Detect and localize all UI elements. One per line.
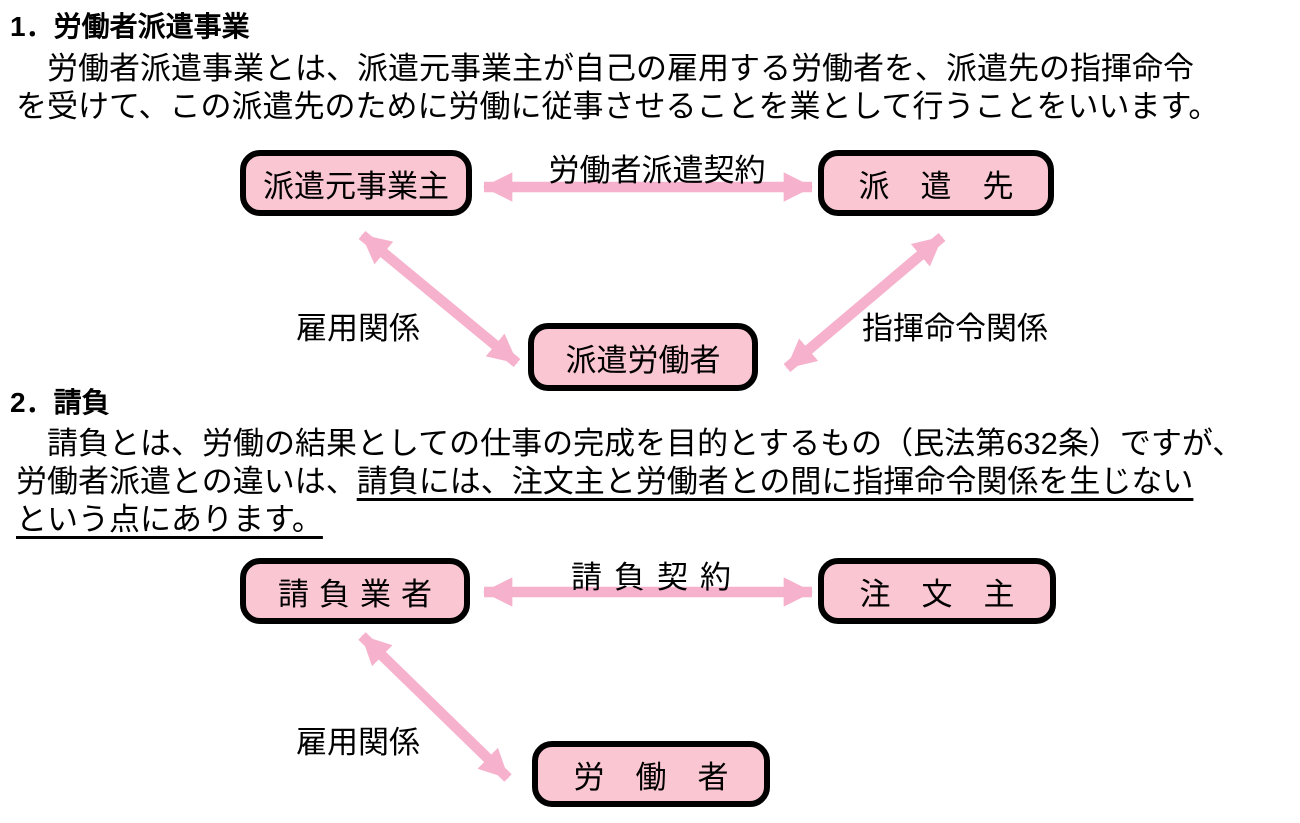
dispatch-contract-label: 労働者派遣契約 bbox=[548, 153, 766, 188]
box-orderer: 注 文 主 bbox=[818, 558, 1056, 624]
paragraph-line: 労働者派遣との違いは、請負には、注文主と労働者との間に指揮命令関係を生じない bbox=[16, 463, 1300, 501]
box-client: 派 遣 先 bbox=[818, 150, 1054, 216]
dispatch-diagram: 労働者派遣契約 派遣元事業主 派 遣 先 派遣労働者 雇用関係 指揮命令関係 bbox=[0, 140, 1300, 391]
employment-relation-label: 雇用関係 bbox=[296, 725, 420, 760]
section2-heading: 2．請負 bbox=[10, 387, 110, 418]
contract-label: 請負契約 bbox=[571, 560, 743, 595]
contract-diagram-arrows bbox=[358, 577, 814, 782]
contract-diagram: 請負契約 請負業者 注 文 主 労 働 者 雇用関係 bbox=[0, 545, 1300, 811]
dispatch-diagram-arrows bbox=[358, 172, 946, 373]
box-dispatching-employer: 派遣元事業主 bbox=[240, 150, 472, 216]
box-contractor: 請負業者 bbox=[240, 558, 470, 624]
box-worker: 労 働 者 bbox=[532, 741, 770, 807]
paragraph-text: 労働者派遣との違いは、 bbox=[16, 464, 357, 499]
paragraph-line: 労働者派遣事業とは、派遣元事業主が自己の雇用する労働者を、派遣先の指揮命令 bbox=[16, 51, 1194, 86]
paragraph-line: という点にあります。 bbox=[16, 501, 1300, 539]
section1-heading: 1．労働者派遣事業 bbox=[10, 11, 250, 42]
paragraph-line: を受けて、この派遣先のために労働に従事させることを業として行うことをいいます。 bbox=[16, 89, 1220, 124]
page: { "colors": { "background": "#ffffff", "… bbox=[0, 12, 1300, 823]
employment-relation-arrow bbox=[358, 230, 521, 368]
employment-relation-label: 雇用関係 bbox=[296, 311, 420, 346]
box-dispatched-worker: 派遣労働者 bbox=[528, 323, 758, 391]
section1-paragraph: 労働者派遣事業とは、派遣元事業主が自己の雇用する労働者を、派遣先の指揮命令 を受… bbox=[16, 50, 1300, 126]
command-relation-arrow bbox=[783, 232, 946, 373]
paragraph-line: 請負とは、労働の結果としての仕事の完成を目的とするもの（民法第632条）ですが、 bbox=[16, 426, 1244, 461]
section2-paragraph: 請負とは、労働の結果としての仕事の完成を目的とするもの（民法第632条）ですが、… bbox=[16, 425, 1300, 539]
command-relation-label: 指揮命令関係 bbox=[862, 311, 1048, 346]
underlined-text: 請負には、注文主と労働者との間に指揮命令関係を生じない bbox=[356, 464, 1194, 499]
employment-relation-arrow bbox=[358, 632, 512, 782]
underlined-text: という点にあります。 bbox=[16, 502, 323, 537]
